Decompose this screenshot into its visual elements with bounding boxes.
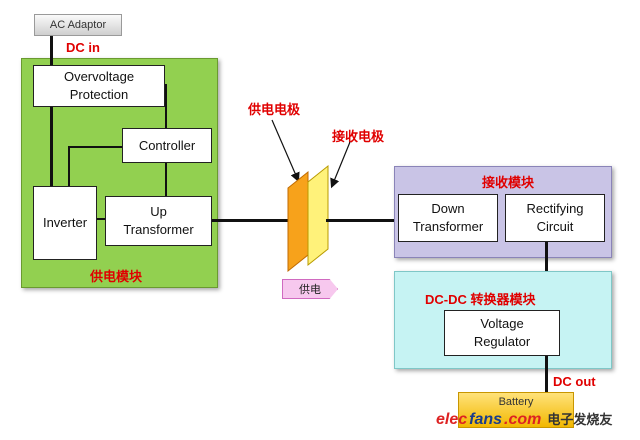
wire-adaptor-down <box>50 36 53 186</box>
rectifying-circuit-box: Rectifying Circuit <box>505 194 605 242</box>
watermark-brand-a: elec <box>436 411 468 428</box>
down-transformer-box: Down Transformer <box>398 194 498 242</box>
wire-controller-left <box>68 146 122 148</box>
voltage-regulator-box: Voltage Regulator <box>444 310 560 356</box>
wire-inverter-up <box>97 218 105 220</box>
dc-in-label: DC in <box>66 40 100 55</box>
inverter-box: Inverter <box>33 186 97 260</box>
dc-out-label: DC out <box>553 374 596 389</box>
overvoltage-protection-box: Overvoltage Protection <box>33 65 165 107</box>
ac-adaptor: AC Adaptor <box>34 14 122 36</box>
controller-box: Controller <box>122 128 212 163</box>
receive-electrode-arrow <box>330 141 351 189</box>
watermark-cn: 电子发烧友 <box>547 412 613 427</box>
receive-electrode-plate <box>307 164 329 267</box>
supply-electrode-label: 供电电极 <box>248 102 301 117</box>
wire-electrode-down-transformer <box>326 219 398 222</box>
wire-up-transformer-electrode <box>212 219 288 222</box>
watermark-brand-c: .com <box>504 411 542 428</box>
wire-controller-left-down <box>68 146 70 186</box>
battery: Battery <box>458 392 574 428</box>
receive-module-label: 接收模块 <box>482 175 535 190</box>
watermark-brand-b: fans <box>469 411 503 428</box>
watermark: elec fans .com 电子发烧友 <box>436 409 612 429</box>
supply-electrode-plate <box>287 170 309 273</box>
electrode-plates-svg <box>271 119 351 273</box>
supply-electrode-arrow <box>271 119 300 183</box>
up-transformer-box: Up Transformer <box>105 196 212 246</box>
supply-module-label: 供电模块 <box>90 269 143 284</box>
wire-ovp-right <box>165 84 167 128</box>
wire-regulator-battery <box>545 356 548 392</box>
dcdc-module-label: DC-DC 转换器模块 <box>425 292 536 307</box>
wire-controller-down <box>165 163 167 196</box>
receive-electrode-label: 接收电极 <box>332 129 385 144</box>
supply-tag: 供电 <box>282 279 338 299</box>
